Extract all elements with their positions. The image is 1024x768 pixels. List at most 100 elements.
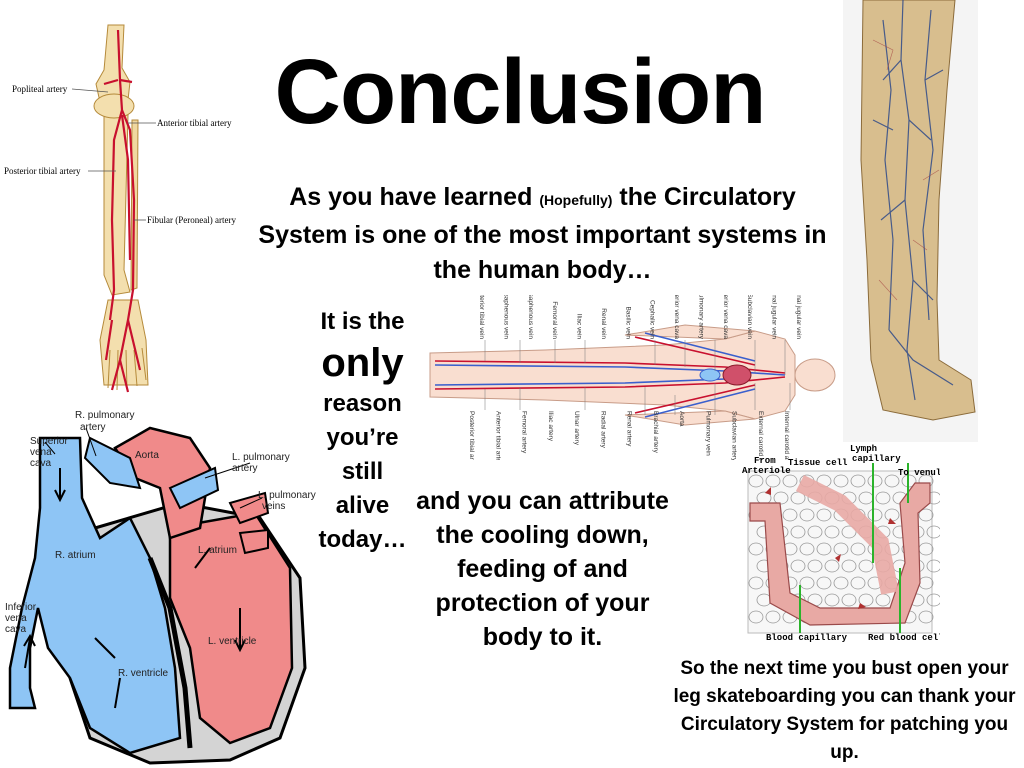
body-label: Brachial artery xyxy=(652,411,659,454)
label-fibular: Fibular (Peroneal) artery xyxy=(147,215,236,225)
tissue-cell xyxy=(926,525,940,539)
label-superior-2: vena xyxy=(30,447,52,458)
page-title: Conclusion xyxy=(274,41,767,143)
label-superior-3: cava xyxy=(30,458,52,469)
tissue-cell xyxy=(816,576,832,590)
closing-text: So the next time you bust open your leg … xyxy=(673,658,1016,763)
tissue-cell xyxy=(790,525,806,539)
body-label: Pulmonary artery xyxy=(697,295,704,340)
label-popliteal: Popliteal artery xyxy=(12,84,68,94)
tissue-cell xyxy=(926,559,940,573)
label-r-pulmonary-2: artery xyxy=(80,422,106,433)
body-label: Anterior tibial vein xyxy=(478,295,485,339)
label-arteriole: Arteriole xyxy=(742,466,791,476)
tissue-cell xyxy=(824,559,840,573)
tissue-cell xyxy=(807,525,823,539)
only-rest1: reason xyxy=(323,390,402,417)
tissue-cell xyxy=(867,474,883,488)
tissue-cell xyxy=(824,525,840,539)
body-label: Inferior vena cava xyxy=(673,295,680,339)
label-l-pulm-artery-2: artery xyxy=(232,463,258,474)
body-label: Subclavian artery xyxy=(731,411,738,460)
tissue-cell xyxy=(765,474,781,488)
body-label: Femoral vein xyxy=(551,301,558,339)
label-tissue-cell: Tissue cell xyxy=(788,458,848,468)
body-label: Posterior tibial artery xyxy=(468,411,475,460)
tissue-cell xyxy=(790,559,806,573)
leg-veins-illustration xyxy=(843,0,978,442)
body-label: Internal carotid artery xyxy=(783,411,790,460)
label-aorta: Aorta xyxy=(135,450,159,461)
attribute-text: and you can attribute the cooling down, … xyxy=(416,487,669,651)
tissue-cell xyxy=(765,610,781,624)
tissue-cell xyxy=(884,474,900,488)
only-reason-text: It is the only reason you’re still alive… xyxy=(300,305,425,557)
tissue-cell xyxy=(782,474,798,488)
tissue-cell xyxy=(799,542,815,556)
tissue-cell xyxy=(858,559,874,573)
body-label: External jugular vein xyxy=(795,295,802,339)
body-circulation-diagram: Anterior tibial vein Small saphenous vein… xyxy=(429,295,836,460)
label-lymph-2: capillary xyxy=(852,454,901,464)
body-label: Aorta xyxy=(678,411,685,427)
tissue-cell xyxy=(867,508,883,522)
body-label: Basilic vein xyxy=(624,306,631,339)
body-label: Superior vena cava xyxy=(722,295,729,339)
intro-aside: (Hopefully) xyxy=(539,192,613,208)
label-blood-capillary: Blood capillary xyxy=(766,633,848,643)
tissue-cell xyxy=(841,593,857,607)
body-label: Ulnar artery xyxy=(573,411,580,446)
body-label: Internal jugular vein xyxy=(771,295,778,339)
label-l-pulm-artery-1: L. pulmonary xyxy=(232,452,290,463)
body-label: Iliac vein xyxy=(576,314,583,340)
intro-text: As you have learned (Hopefully) the Circ… xyxy=(245,180,840,288)
tissue-cell xyxy=(833,542,849,556)
tissue-cell xyxy=(816,508,832,522)
heart-diagram: R. pulmonary artery Superior vena cava A… xyxy=(5,410,316,765)
tissue-cell xyxy=(748,474,764,488)
tissue-cell xyxy=(782,508,798,522)
tissue-cell xyxy=(748,576,764,590)
tissue-cell xyxy=(799,576,815,590)
tissue-cell xyxy=(850,576,866,590)
label-red-blood-cell: Red blood cell xyxy=(868,633,940,643)
intro-part1: As you have learned xyxy=(289,183,540,211)
intro-part2: the Circulatory System is one of the mos… xyxy=(258,183,827,284)
tissue-cell xyxy=(858,593,874,607)
body-label: Radial artery xyxy=(599,411,606,449)
tissue-cell xyxy=(926,593,940,607)
label-r-atrium: R. atrium xyxy=(55,550,96,561)
leg-arteries-diagram: Popliteal artery Anterior tibial artery … xyxy=(4,24,236,393)
tissue-cell xyxy=(799,508,815,522)
label-l-pulm-veins-2: veins xyxy=(262,501,285,512)
tissue-cell xyxy=(773,491,789,505)
only-emphasis: only xyxy=(321,341,404,385)
tissue-cell xyxy=(816,542,832,556)
label-l-pulm-veins-1: L. pulmonary xyxy=(258,490,316,501)
label-inferior-3: cava xyxy=(5,624,27,635)
tissue-cell xyxy=(833,576,849,590)
body-label: Great saphenous vein xyxy=(527,295,534,339)
body-label: Cephalic vein xyxy=(649,300,656,339)
tissue-cell xyxy=(807,559,823,573)
body-label: External carotid artery xyxy=(757,411,764,460)
label-from: From xyxy=(754,456,776,466)
body-label: Pulmonary vein xyxy=(704,411,711,456)
label-anterior-tibial: Anterior tibial artery xyxy=(157,118,232,128)
tissue-cell xyxy=(824,593,840,607)
tissue-cell xyxy=(875,491,891,505)
tissue-cell xyxy=(748,542,764,556)
tissue-cell xyxy=(918,508,934,522)
capillary-diagram: Lymph capillary From Arteriole Tissue ce… xyxy=(742,444,940,643)
tissue-cell xyxy=(833,474,849,488)
label-superior-1: Superior xyxy=(30,436,68,447)
only-rest3: still xyxy=(341,458,384,485)
body-label: Anterior tibial artery xyxy=(494,411,501,460)
label-l-atrium: L. atrium xyxy=(198,545,237,556)
body-label: Femoral artery xyxy=(521,411,528,454)
only-rest2: you’re xyxy=(326,424,399,451)
body-label: Renal artery xyxy=(626,411,633,447)
only-rest5: today… xyxy=(318,526,407,553)
body-label: Small saphenous vein xyxy=(502,295,509,339)
tissue-cell xyxy=(841,559,857,573)
